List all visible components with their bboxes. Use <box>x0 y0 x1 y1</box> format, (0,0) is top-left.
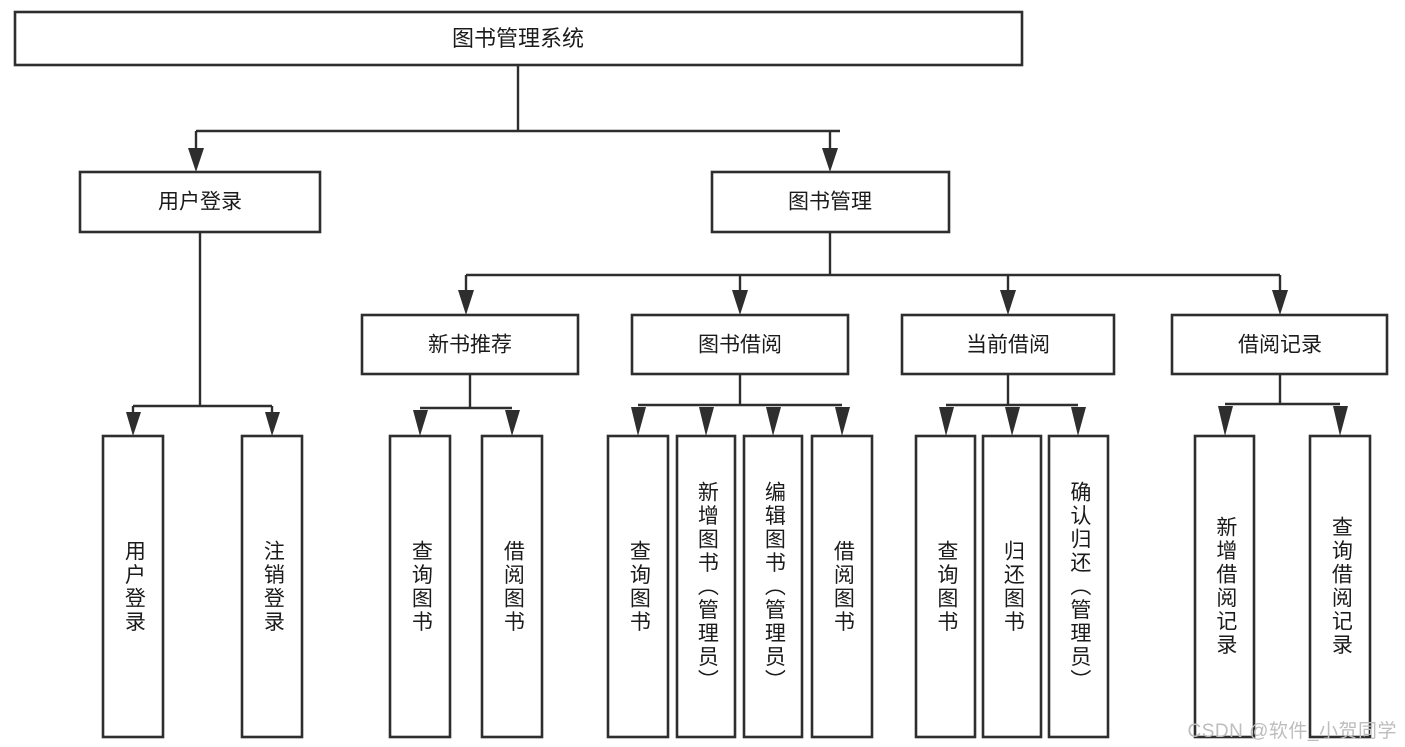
arrow-head-root-1 <box>188 148 204 172</box>
node-new-book-recommend[interactable]: 新书推荐 <box>360 313 580 376</box>
node-current-borrow[interactable]: 当前借阅 <box>900 313 1116 376</box>
leaf-box-user-login-0[interactable] <box>101 434 165 739</box>
node-book-borrow[interactable]: 图书借阅 <box>630 313 850 376</box>
arrow-head-current-1 <box>939 407 954 436</box>
node-borrow-record-label: 借阅记录 <box>1238 334 1322 357</box>
arrow-head-borrow-4 <box>835 407 850 436</box>
leaf-box-new-book-0[interactable] <box>388 434 452 739</box>
node-user-login[interactable]: 用户登录 <box>78 170 322 234</box>
leaf-box-borrow-1[interactable] <box>675 434 737 739</box>
arrow-head-borrow-3 <box>766 407 781 436</box>
arrow-head-userlogin-2 <box>265 412 280 436</box>
arrow-head-record-2 <box>1333 406 1348 436</box>
node-borrow-record-box <box>1170 313 1389 376</box>
arrow-head-current-3 <box>1071 407 1086 436</box>
arrow-head-borrow-2 <box>699 407 714 436</box>
arrow-head-newbook-1 <box>413 410 428 436</box>
arrow-head-record-1 <box>1218 406 1233 436</box>
arrow-head-bookmgmt-1 <box>458 290 474 315</box>
arrow-head-bookmgmt-2 <box>732 290 748 315</box>
node-book-management[interactable]: 图书管理 <box>710 170 951 234</box>
arrow-head-newbook-2 <box>505 410 520 436</box>
leaf-box-current-2[interactable] <box>1047 434 1110 739</box>
leaf-box-current-0[interactable] <box>914 434 977 739</box>
leaf-box-record-1[interactable] <box>1308 434 1372 739</box>
arrow-head-userlogin-1 <box>126 412 141 436</box>
node-root-system-label: 图书管理系统 <box>452 26 584 51</box>
leaf-box-new-book-1[interactable] <box>480 434 544 739</box>
node-root-system[interactable]: 图书管理系统 <box>13 10 1024 67</box>
node-root-system-box <box>13 10 1024 67</box>
node-borrow-record[interactable]: 借阅记录 <box>1170 313 1389 376</box>
leaf-box-borrow-2[interactable] <box>742 434 804 739</box>
connector-group-borrow-record <box>1218 374 1348 436</box>
node-new-book-recommend-label: 新书推荐 <box>428 334 512 357</box>
csdn-watermark: CSDN @软件_小贺同学 <box>1187 721 1397 742</box>
node-user-login-label: 用户登录 <box>158 191 242 214</box>
arrow-head-borrow-1 <box>631 407 646 436</box>
arrow-head-bookmgmt-3 <box>1000 290 1016 315</box>
node-book-borrow-box <box>630 313 850 376</box>
connector-group-book-management <box>458 232 1288 315</box>
connector-group-root <box>188 65 840 172</box>
node-new-book-recommend-box <box>360 313 580 376</box>
node-user-login-box <box>78 170 322 234</box>
connector-group-user-login <box>126 232 280 436</box>
leaf-box-borrow-3[interactable] <box>810 434 874 739</box>
node-book-management-label: 图书管理 <box>788 191 872 214</box>
connector-group-current-borrow <box>939 374 1086 436</box>
leaf-box-user-login-1[interactable] <box>240 434 304 739</box>
arrow-head-current-2 <box>1005 407 1020 436</box>
node-book-management-box <box>710 170 951 234</box>
leaf-box-borrow-0[interactable] <box>606 434 670 739</box>
leaf-box-current-1[interactable] <box>981 434 1043 739</box>
connector-group-borrow <box>631 374 850 436</box>
node-current-borrow-box <box>900 313 1116 376</box>
connector-group-new-book <box>413 374 520 436</box>
leaf-box-record-0[interactable] <box>1193 434 1256 739</box>
arrow-head-root-2 <box>822 148 838 172</box>
node-current-borrow-label: 当前借阅 <box>966 334 1050 357</box>
arrow-head-bookmgmt-4 <box>1272 290 1288 315</box>
node-book-borrow-label: 图书借阅 <box>698 334 782 357</box>
